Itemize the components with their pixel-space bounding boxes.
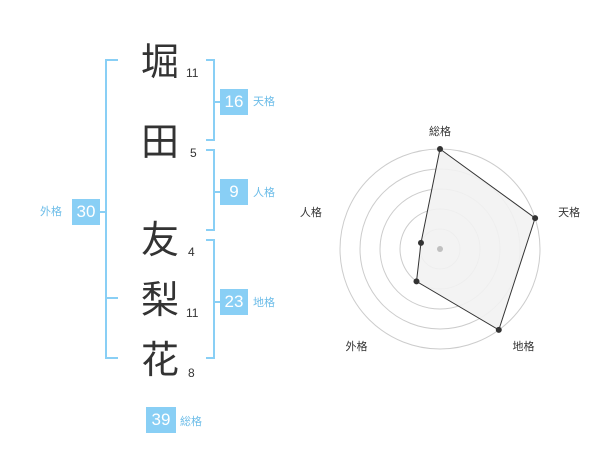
- stroke-count-3: 4: [188, 245, 195, 259]
- radar-label-chikaku: 地格: [513, 339, 535, 353]
- name-char-4: 梨: [140, 278, 179, 322]
- gaikaku-value-badge: 30: [72, 199, 100, 225]
- stroke-count-1: 11: [186, 66, 199, 80]
- tenkaku-label: 天格: [253, 95, 275, 108]
- jinkaku-value-badge: 9: [220, 179, 248, 205]
- radar-point-1: [532, 215, 539, 222]
- gaikaku-bracket: [105, 59, 118, 359]
- radar-point-2: [495, 326, 502, 333]
- stroke-count-2: 5: [190, 146, 197, 160]
- soukaku-label: 総格: [180, 415, 202, 428]
- stroke-count-5: 8: [188, 366, 195, 380]
- radar-label-soukaku: 総格: [429, 124, 451, 138]
- stroke-count-4: 11: [186, 306, 199, 320]
- radar-point-4: [417, 239, 424, 246]
- chikaku-value-badge: 23: [220, 289, 248, 315]
- soukaku-value-badge: 39: [146, 407, 176, 433]
- radar-points: [413, 146, 539, 333]
- name-char-1: 堀: [140, 40, 179, 84]
- tenkaku-value-badge: 16: [220, 89, 248, 115]
- radar-label-gaikaku: 外格: [346, 339, 368, 353]
- name-char-2: 田: [140, 120, 179, 164]
- jinkaku-label: 人格: [253, 186, 275, 199]
- radar-score-polygon: [415, 148, 536, 331]
- chikaku-bracket: [206, 239, 215, 359]
- radar-point-0: [437, 146, 443, 152]
- radar-label-jinkaku: 人格: [300, 205, 322, 219]
- chikaku-label: 地格: [253, 296, 275, 309]
- radar-center-dot: [437, 246, 443, 252]
- jinkaku-bracket: [206, 149, 215, 231]
- radar-label-tenkaku: 天格: [558, 205, 580, 219]
- radar-point-3: [413, 278, 420, 285]
- tenkaku-bracket: [206, 59, 215, 141]
- name-char-5: 花: [140, 338, 179, 382]
- gaikaku-label: 外格: [40, 205, 62, 218]
- name-char-3: 友: [140, 218, 179, 262]
